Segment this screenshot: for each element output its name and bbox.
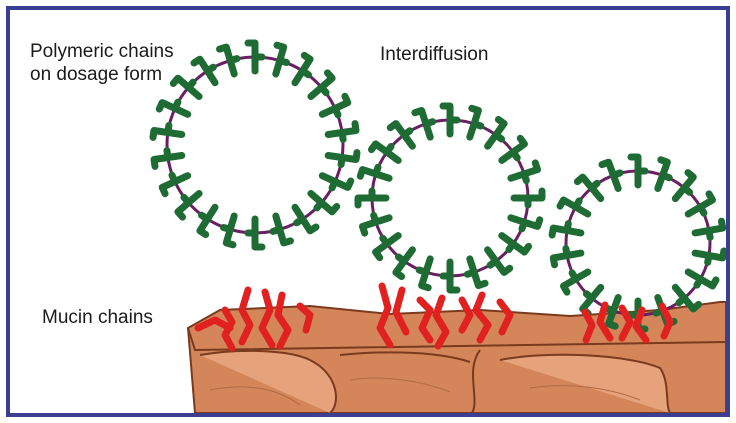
diagram-frame: Polymeric chains on dosage form Interdif…	[6, 6, 730, 417]
polymer-chain	[415, 111, 433, 138]
polymer-chain	[224, 216, 235, 245]
polymer-chain	[675, 287, 698, 309]
interdiffusion-label: Interdiffusion	[380, 43, 488, 66]
polymer-chain	[178, 194, 199, 218]
polymer-chain	[502, 236, 529, 253]
polymer-chain	[153, 126, 182, 138]
polymer-chain	[328, 153, 357, 165]
polymer-chain	[675, 173, 693, 199]
polymeric-chains-label: Polymeric chains on dosage form	[30, 40, 200, 86]
polymer-chain	[372, 144, 399, 161]
polymer-chain	[470, 108, 481, 137]
polymer-chain	[276, 45, 287, 74]
mucin-chains-label: Mucin chains	[42, 306, 153, 329]
polymer-chain	[467, 259, 485, 286]
polymer-chain	[360, 167, 389, 178]
polymer-chain	[552, 224, 581, 235]
polymer-chains-ring-2	[358, 106, 542, 290]
polymer-chain	[273, 216, 290, 243]
polymer-chain	[363, 215, 390, 233]
polymer-chain	[488, 120, 505, 147]
polymer-chain	[511, 218, 540, 229]
polymer-chain	[322, 96, 348, 115]
polymer-chain	[602, 162, 620, 188]
polymer-chain	[419, 259, 430, 288]
polymer-chains-ring-3	[552, 157, 724, 329]
polymer-chain	[695, 251, 724, 262]
polymer-chain	[396, 250, 413, 277]
polymer-chain	[511, 163, 538, 181]
polymer-chain	[311, 194, 337, 212]
dosage-form-ring-2	[372, 120, 528, 276]
polymer-chain	[577, 177, 600, 199]
polymer-chain	[658, 160, 669, 189]
polymer-chain	[162, 175, 188, 194]
polymer-chain	[311, 73, 332, 97]
polymer-chain	[220, 47, 237, 74]
